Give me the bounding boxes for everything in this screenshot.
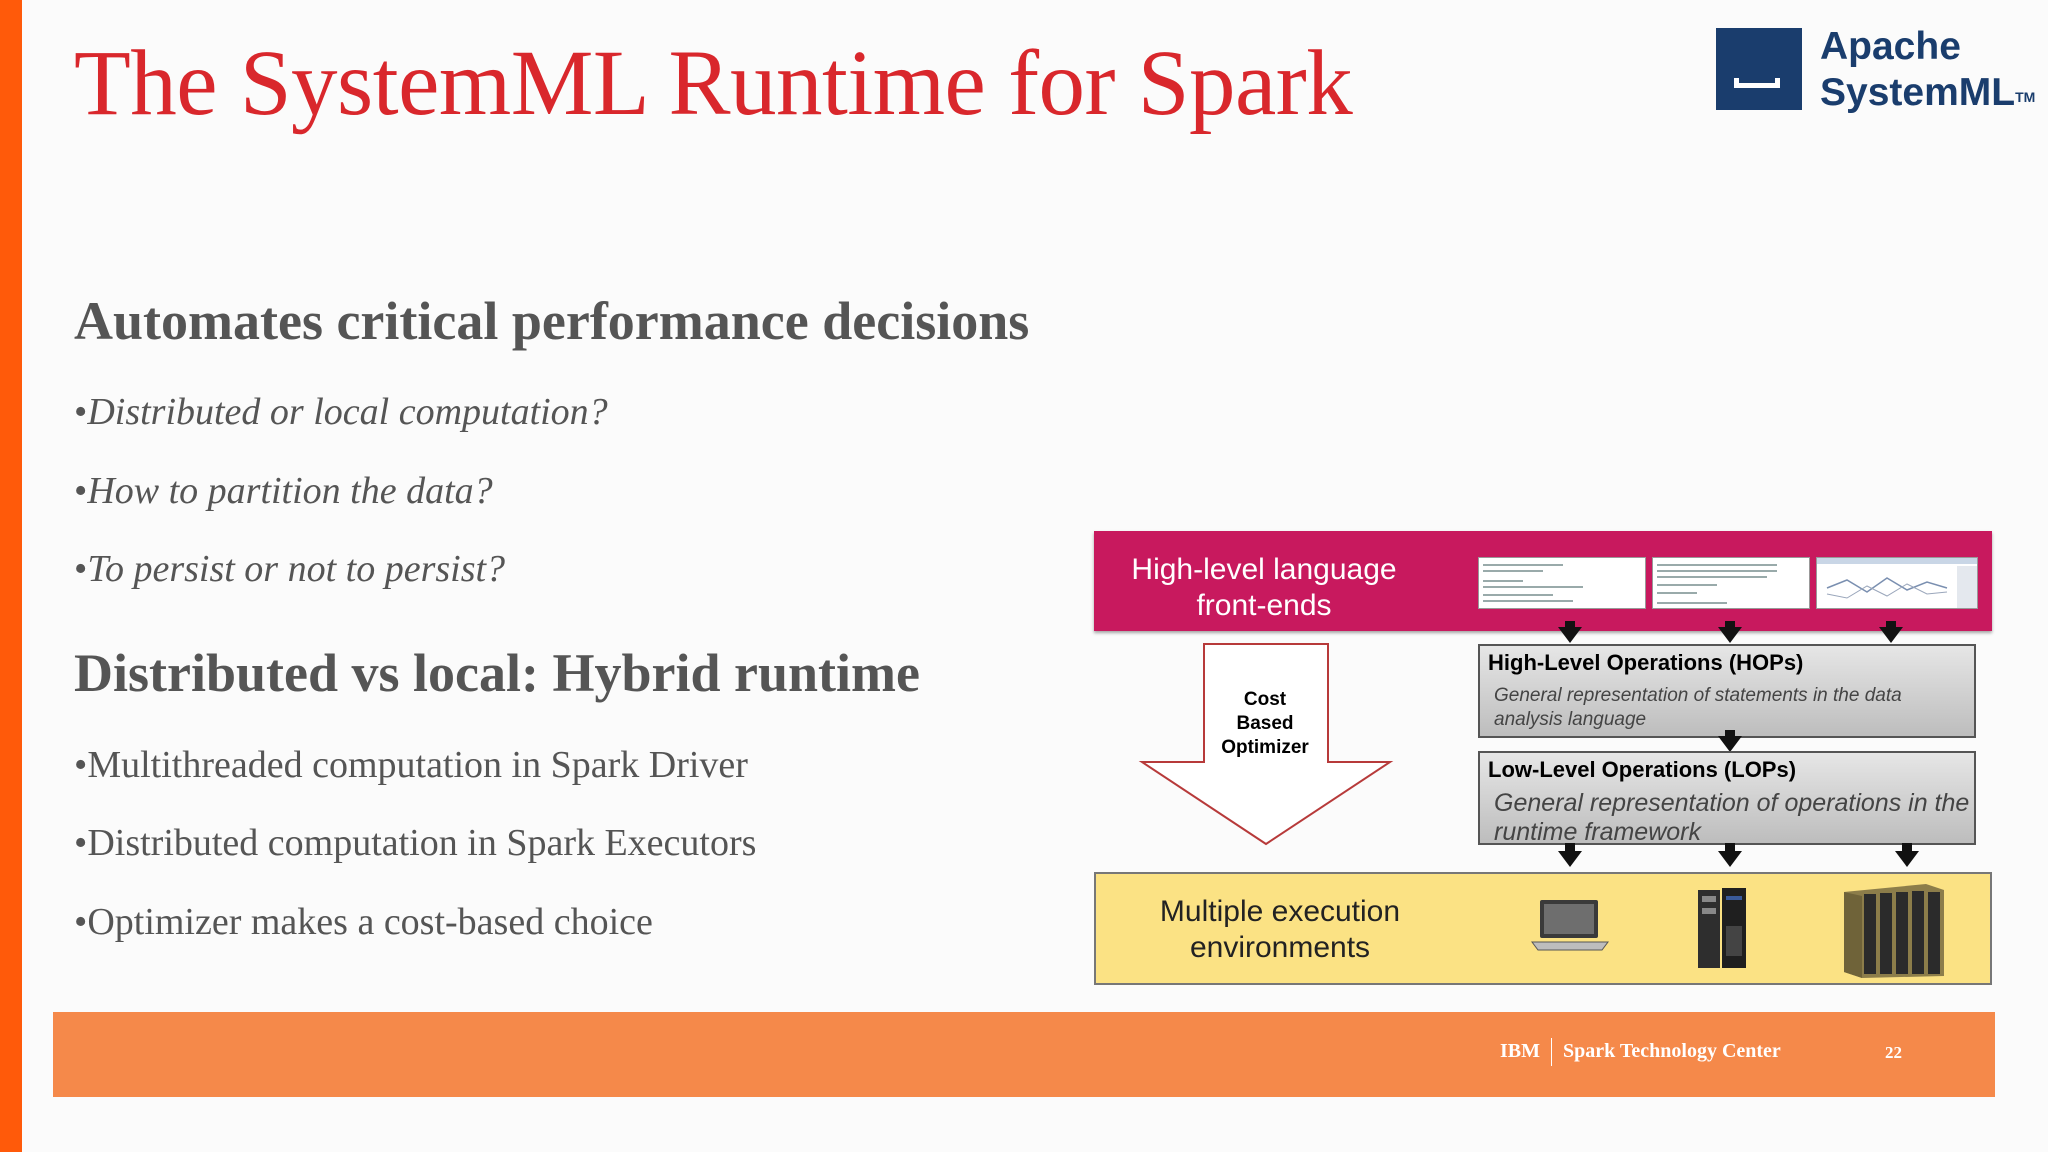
hops-title: High-Level Operations (HOPs) xyxy=(1488,650,1804,675)
logo-line2: SystemML xyxy=(1820,71,2016,114)
frontend-label: High-level language front-ends xyxy=(1131,553,1397,622)
cluster-icon xyxy=(1844,884,1944,978)
section1-bullet: •Distributed or local computation? xyxy=(74,391,608,433)
server-rack-icon xyxy=(1698,888,1746,968)
code-thumbnail xyxy=(1652,557,1810,609)
arrow-down-icon xyxy=(1718,736,1742,752)
logo-text: Apache SystemMLTM xyxy=(1820,24,2035,116)
logo-trademark: TM xyxy=(2015,89,2036,105)
section1-bullet: •To persist or not to persist? xyxy=(74,548,506,590)
section2-heading: Distributed vs local: Hybrid runtime xyxy=(74,643,920,703)
ide-thumbnail xyxy=(1816,557,1978,609)
footer-center-name: Spark Technology Center xyxy=(1563,1040,1781,1062)
section1-heading: Automates critical performance decisions xyxy=(74,291,1030,351)
logo-line1: Apache xyxy=(1820,25,1961,68)
optimizer-arrow-icon xyxy=(1138,643,1394,846)
footer-separator xyxy=(1551,1038,1552,1066)
section2-bullet: •Multithreaded computation in Spark Driv… xyxy=(74,744,748,786)
arrow-down-icon xyxy=(1718,851,1742,867)
section1-bullet: •How to partition the data? xyxy=(74,470,493,512)
lops-title: Low-Level Operations (LOPs) xyxy=(1488,757,1797,782)
arrow-down-icon xyxy=(1879,627,1903,643)
apache-systemml-logo: Apache SystemMLTM xyxy=(1716,24,2046,126)
arrow-down-icon xyxy=(1558,627,1582,643)
lops-box: Low-Level Operations (LOPs) General repr… xyxy=(1478,751,1976,846)
arrow-down-icon xyxy=(1558,851,1582,867)
hops-box: High-Level Operations (HOPs) General rep… xyxy=(1478,644,1976,738)
arrow-down-icon xyxy=(1895,851,1919,867)
page-number: 22 xyxy=(1885,1043,1902,1062)
section2-bullet: •Optimizer makes a cost-based choice xyxy=(74,901,653,943)
laptop-icon xyxy=(1531,900,1609,951)
code-thumbnail xyxy=(1478,557,1646,609)
arrow-down-icon xyxy=(1718,627,1742,643)
hops-description: General representation of statements in … xyxy=(1494,685,1902,730)
slide-title: The SystemML Runtime for Spark xyxy=(74,32,1353,135)
section2-bullet: •Distributed computation in Spark Execut… xyxy=(74,822,757,864)
accent-bar xyxy=(0,0,22,1152)
footer-company: IBM xyxy=(1500,1040,1540,1062)
logo-mark-icon xyxy=(1716,28,1802,110)
exec-label: Multiple execution environments xyxy=(1159,895,1401,964)
footer-bar xyxy=(53,1012,1995,1097)
lops-description: General representation of operations in … xyxy=(1494,789,1970,846)
optimizer-label: Cost Based Optimizer xyxy=(1221,689,1309,758)
